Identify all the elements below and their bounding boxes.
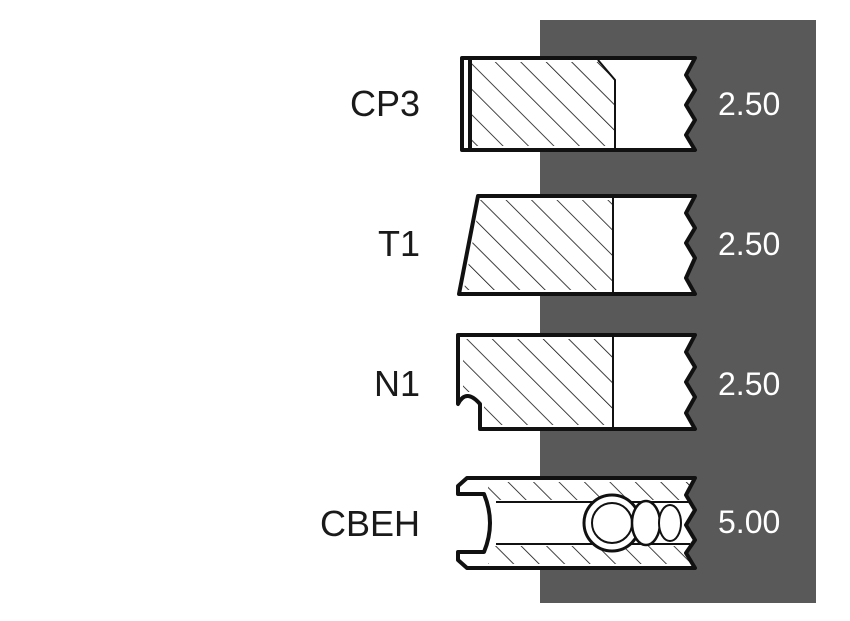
ring-profile-cbeh — [456, 476, 697, 570]
cbeh-expander-coil-ring-2 — [630, 499, 662, 547]
ring-value-n1: 2.50 — [718, 366, 781, 402]
ring-value-cbeh: 5.00 — [718, 504, 781, 540]
cbeh-hatched-top — [488, 482, 690, 500]
ring-value-t1: 2.50 — [718, 226, 781, 262]
cbeh-expander-coil-ring-3 — [658, 504, 682, 542]
ring-label-n1: N1 — [373, 363, 420, 404]
ring-value-cp3: 2.50 — [718, 86, 781, 122]
ring-profile-t1 — [457, 194, 697, 296]
ring-label-cp3: CP3 — [349, 83, 420, 124]
cp3-divider — [597, 59, 616, 148]
n1-hatched-section — [463, 339, 612, 425]
t1-hatched-section — [464, 200, 612, 290]
cbeh-body — [456, 476, 697, 570]
ring-label-t1: T1 — [377, 223, 420, 264]
ring-label-cbeh: CBEH — [319, 503, 420, 544]
cp3-hatched-section — [470, 62, 615, 146]
ring-profile-cp3 — [460, 56, 697, 152]
cbeh-hatched-bottom — [488, 546, 690, 564]
ring-profile-n1 — [456, 333, 697, 431]
